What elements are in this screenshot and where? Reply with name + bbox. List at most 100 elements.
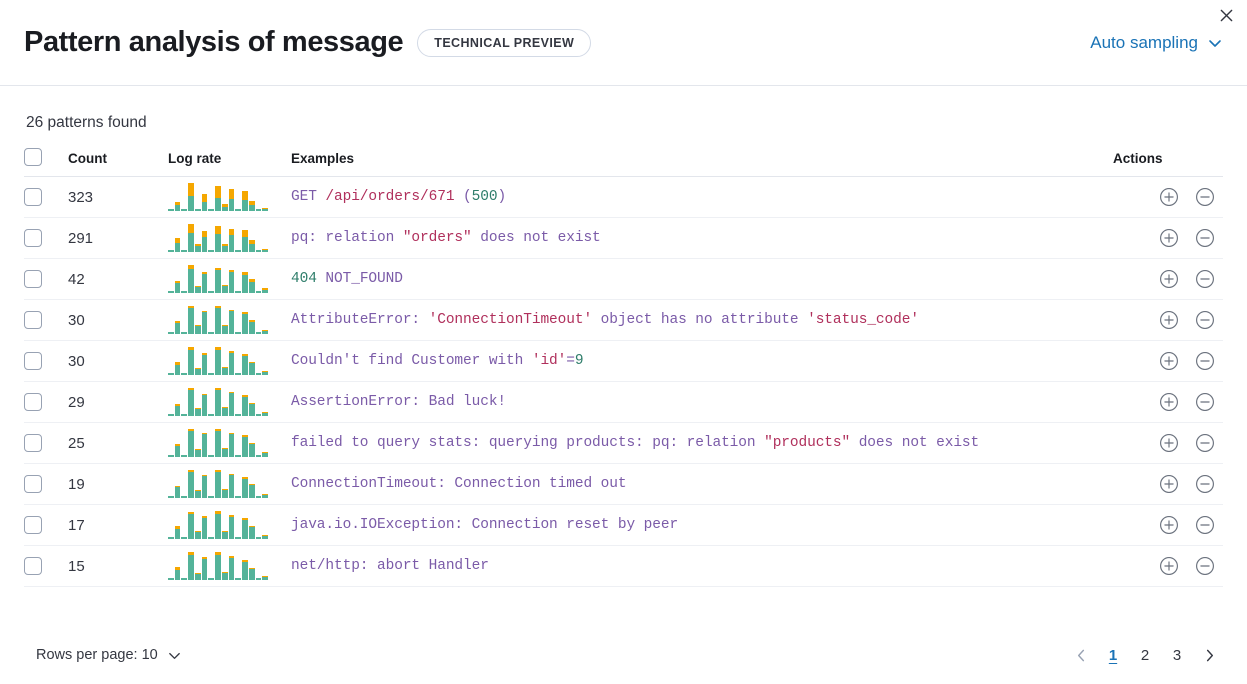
log-rate-header[interactable]: Log rate: [168, 148, 291, 177]
sparkline-bar: [168, 373, 174, 375]
row-checkbox[interactable]: [24, 229, 42, 247]
plus-circle-icon[interactable]: [1159, 269, 1179, 289]
sparkline-bar: [255, 537, 262, 539]
row-log-rate: [168, 381, 291, 423]
close-icon[interactable]: [1213, 2, 1239, 28]
sparkline-bar-highlight: [228, 310, 235, 311]
row-checkbox[interactable]: [24, 393, 42, 411]
sparkline-bar: [181, 332, 188, 334]
sparkline-bar-base: [208, 455, 215, 457]
patterns-found-count: 26 patterns found: [26, 114, 147, 131]
sparkline-bar-base: [174, 365, 181, 375]
sparkline-bar-base: [255, 373, 262, 375]
sparkline-bar: [168, 578, 174, 580]
row-checkbox[interactable]: [24, 475, 42, 493]
plus-circle-icon[interactable]: [1159, 515, 1179, 535]
example-token-string: "products": [764, 435, 851, 451]
sparkline-bar-base: [228, 475, 235, 498]
sparkline-bar-base: [181, 455, 188, 457]
sparkline-bar-base: [228, 558, 235, 580]
sparkline-bar: [235, 291, 242, 293]
chevron-left-icon[interactable]: [1067, 641, 1095, 669]
row-checkbox[interactable]: [24, 516, 42, 534]
sparkline-bar: [255, 373, 262, 375]
minus-circle-icon[interactable]: [1195, 433, 1215, 453]
sparkline-bar-base: [235, 496, 242, 498]
actions-header: Actions: [1113, 148, 1223, 177]
sparkline-bar-highlight: [201, 311, 208, 312]
sparkline-bar-base: [168, 209, 174, 211]
sparkline-bar-highlight: [228, 229, 235, 235]
auto-sampling-dropdown[interactable]: Auto sampling: [1090, 33, 1223, 53]
plus-circle-icon[interactable]: [1159, 187, 1179, 207]
sparkline-bar-highlight: [201, 353, 208, 355]
page-number-1[interactable]: 1: [1108, 646, 1118, 664]
row-checkbox[interactable]: [24, 270, 42, 288]
minus-circle-icon[interactable]: [1195, 228, 1215, 248]
sparkline-bar-highlight: [242, 230, 248, 237]
sparkline-bar: [174, 238, 181, 252]
select-all-checkbox[interactable]: [24, 148, 42, 166]
minus-circle-icon[interactable]: [1195, 515, 1215, 535]
plus-circle-icon[interactable]: [1159, 433, 1179, 453]
page-number-2[interactable]: 2: [1140, 646, 1150, 664]
sparkline-bar: [255, 291, 262, 293]
row-checkbox[interactable]: [24, 311, 42, 329]
plus-circle-icon[interactable]: [1159, 228, 1179, 248]
sparkline-bar: [262, 330, 269, 334]
row-count: 19: [68, 463, 168, 505]
row-example-text: pq: relation "orders" does not exist: [291, 230, 1113, 246]
sparkline-bar-highlight: [262, 208, 269, 209]
chevron-right-icon[interactable]: [1195, 641, 1223, 669]
row-actions-cell: [1113, 258, 1223, 300]
sparkline-bar-highlight: [188, 347, 194, 350]
row-actions: [1113, 556, 1223, 576]
sparkline-bar-highlight: [201, 433, 208, 434]
sparkline-bar: [242, 354, 248, 375]
count-header[interactable]: Count: [68, 148, 168, 177]
sparkline-bar-highlight: [242, 435, 248, 437]
minus-circle-icon[interactable]: [1195, 351, 1215, 371]
sparkline-bar: [242, 272, 248, 293]
row-checkbox[interactable]: [24, 352, 42, 370]
plus-circle-icon[interactable]: [1159, 310, 1179, 330]
sparkline-bar: [194, 408, 201, 416]
rows-per-page-selector[interactable]: Rows per page: 10: [24, 647, 182, 663]
row-checkbox[interactable]: [24, 434, 42, 452]
sparkline-bar: [262, 371, 269, 375]
minus-circle-icon[interactable]: [1195, 556, 1215, 576]
sparkline-bar: [262, 576, 269, 580]
plus-circle-icon[interactable]: [1159, 556, 1179, 576]
minus-circle-icon[interactable]: [1195, 269, 1215, 289]
examples-header[interactable]: Examples: [291, 148, 1113, 177]
sparkline-bar-highlight: [262, 330, 269, 331]
plus-circle-icon[interactable]: [1159, 474, 1179, 494]
row-example-cell: pq: relation "orders" does not exist: [291, 217, 1113, 259]
sparkline-bar-highlight: [228, 270, 235, 272]
sparkline-bar: [168, 455, 174, 457]
page-number-3[interactable]: 3: [1172, 646, 1182, 664]
sparkline-bar-base: [248, 322, 255, 334]
sparkline-bar-base: [181, 291, 188, 293]
minus-circle-icon[interactable]: [1195, 474, 1215, 494]
minus-circle-icon[interactable]: [1195, 392, 1215, 412]
minus-circle-icon[interactable]: [1195, 310, 1215, 330]
row-checkbox[interactable]: [24, 557, 42, 575]
sparkline-bar: [248, 403, 255, 416]
example-token-number: 404: [291, 271, 317, 287]
plus-circle-icon[interactable]: [1159, 351, 1179, 371]
sparkline-bar-highlight: [188, 388, 194, 390]
plus-circle-icon[interactable]: [1159, 392, 1179, 412]
minus-circle-icon[interactable]: [1195, 187, 1215, 207]
row-checkbox[interactable]: [24, 188, 42, 206]
